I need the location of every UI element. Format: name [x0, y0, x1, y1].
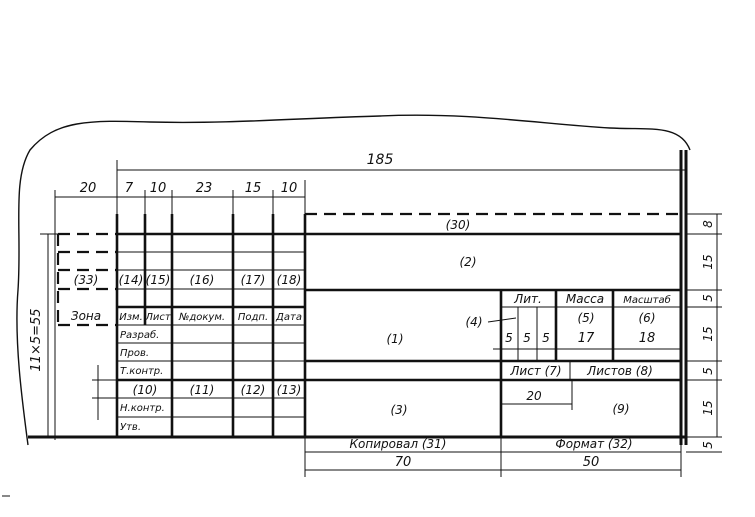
dim-8: 8 — [701, 220, 715, 228]
label-f5: (5) — [578, 311, 595, 325]
dim-185: 185 — [367, 152, 394, 168]
dim-15: 15 — [245, 181, 262, 196]
label-f13: (13) — [277, 383, 302, 397]
dim-20: 20 — [80, 181, 97, 196]
label-f30: (30) — [446, 218, 471, 232]
dim-5-lit-a: 5 — [505, 331, 513, 345]
dim-23: 23 — [196, 181, 213, 196]
label-kopiroval: Копировал (31) — [349, 437, 446, 451]
label-list: Лист — [144, 312, 172, 323]
label-masshtab: Масштаб — [623, 294, 671, 306]
label-massa: Масса — [566, 292, 604, 306]
label-f9: (9) — [613, 402, 630, 416]
label-f10: (10) — [133, 383, 158, 397]
dim-5-lit-c: 5 — [542, 331, 550, 345]
label-razrab: Разраб. — [120, 329, 159, 341]
dim-5-lit-b: 5 — [523, 331, 531, 345]
label-listov8: Листов (8) — [586, 364, 653, 378]
label-zona: Зона — [71, 309, 101, 323]
label-utv: Утв. — [120, 422, 141, 433]
label-f17: (17) — [241, 273, 266, 287]
label-f3: (3) — [391, 403, 408, 417]
label-tkontr: Т.контр. — [120, 366, 163, 377]
label-izm: Изм. — [119, 312, 143, 323]
dim-10a: 10 — [150, 181, 167, 196]
label-format: Формат (32) — [555, 437, 632, 451]
label-data: Дата — [275, 312, 302, 323]
dim-15-a: 15 — [701, 254, 715, 269]
dim-5-a: 5 — [701, 294, 715, 302]
dim-5-c: 5 — [701, 441, 715, 449]
label-ndoc: №докум. — [178, 312, 225, 323]
label-f6: (6) — [639, 311, 656, 325]
leader-f4 — [487, 317, 517, 323]
label-f15: (15) — [146, 273, 171, 287]
label-f18: (18) — [277, 273, 302, 287]
label-prov: Пров. — [120, 348, 149, 359]
label-list7: Лист (7) — [509, 364, 561, 378]
dim-18: 18 — [639, 331, 656, 346]
dim-15-b: 15 — [701, 326, 715, 341]
dim-17: 17 — [578, 331, 595, 346]
label-f11: (11) — [190, 383, 215, 397]
label-f2: (2) — [460, 255, 477, 269]
sheet-torn-outline — [16, 114, 691, 446]
label-f12: (12) — [241, 383, 266, 397]
label-f33: (33) — [74, 273, 99, 287]
dim-7: 7 — [125, 181, 134, 196]
dim-50: 50 — [583, 455, 600, 470]
label-f4: (4) — [466, 315, 483, 329]
label-f14: (14) — [119, 273, 144, 287]
dim-70: 70 — [395, 455, 412, 470]
label-podp: Подп. — [238, 312, 268, 323]
dim-15-c: 15 — [701, 400, 715, 415]
label-lit: Лит. — [513, 292, 542, 306]
dim-20-inner: 20 — [526, 389, 542, 403]
dim-5-b: 5 — [701, 367, 715, 375]
label-nkontr: Н.контр. — [120, 403, 165, 414]
dim-side: 11×5=55 — [29, 308, 44, 371]
dim-10b: 10 — [281, 181, 298, 196]
label-f1: (1) — [387, 332, 404, 346]
label-f16: (16) — [190, 273, 215, 287]
